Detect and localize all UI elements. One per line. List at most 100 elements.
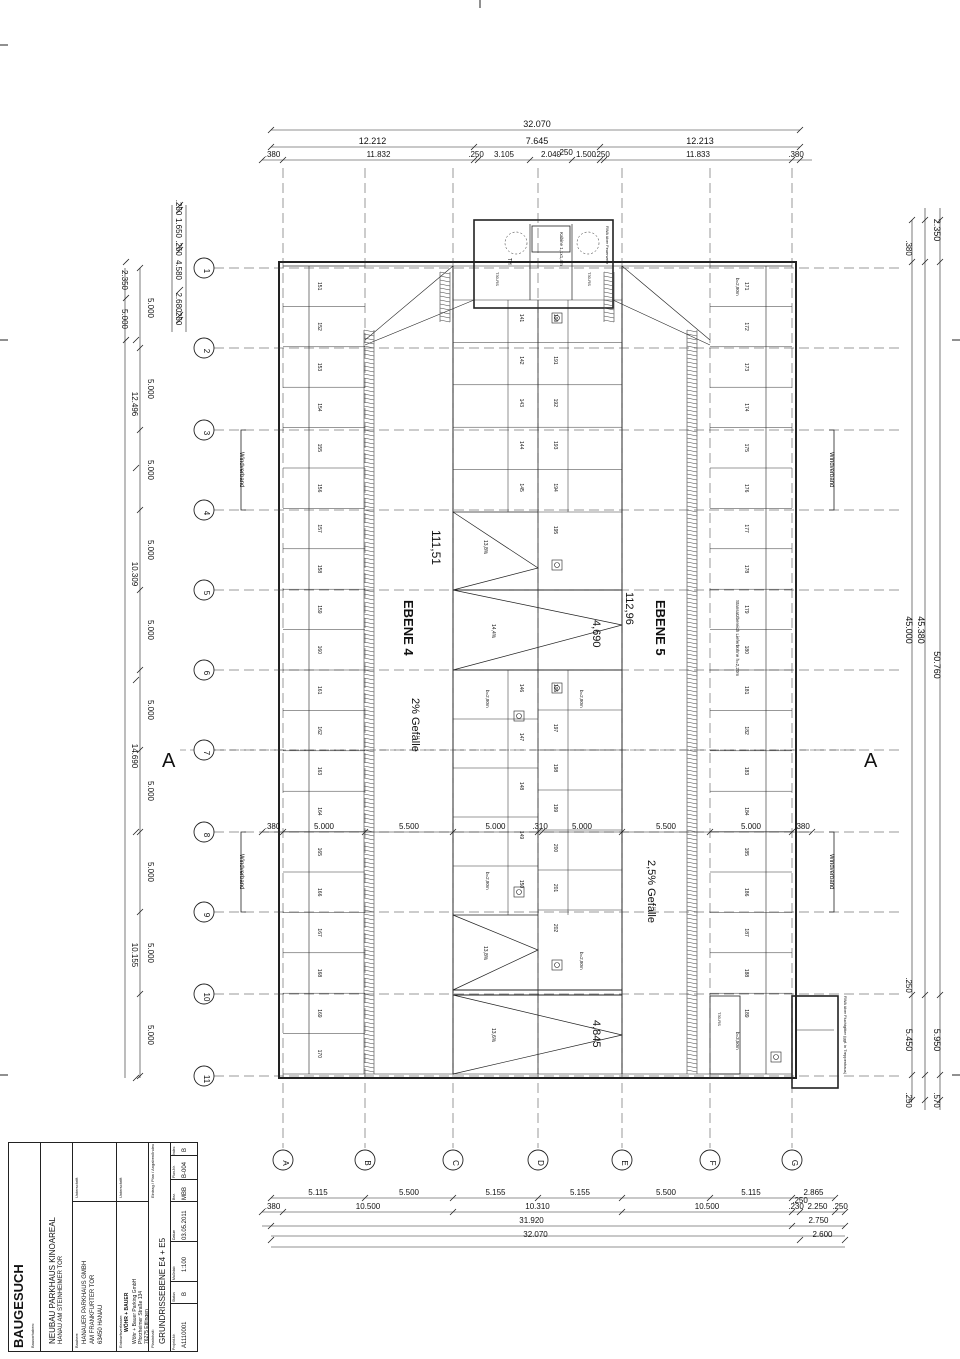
dimension-tick — [534, 1194, 542, 1202]
hatch-line — [686, 729, 698, 733]
axis-bubble — [272, 1149, 294, 1171]
hatch-line — [686, 877, 698, 881]
hatch-line — [686, 965, 698, 969]
stall-number-right: 178 — [743, 565, 749, 574]
hatch-line — [363, 409, 375, 413]
hatch-line — [363, 989, 375, 993]
hatch-line — [686, 589, 698, 593]
hatch-line — [363, 449, 375, 453]
owner-label: Bauherr: — [74, 1332, 79, 1348]
dimension-tick — [936, 991, 944, 999]
door-symbol: T30-RS — [495, 272, 500, 286]
dimension-tick — [176, 246, 184, 254]
hatch-line — [363, 789, 375, 793]
axis-bubble — [193, 901, 215, 923]
dimension-tick — [449, 1208, 457, 1216]
hatch-line — [686, 1041, 698, 1045]
dimension-label: 5.000 — [146, 943, 155, 964]
hatch-line — [686, 357, 698, 361]
dimension-label: 2.750 — [808, 1216, 829, 1225]
hatch-line — [363, 809, 375, 813]
accessible-parking-icon — [551, 959, 563, 971]
accessible-parking-icon — [554, 685, 560, 691]
hatch-line — [363, 1053, 375, 1057]
hatch-line — [363, 329, 375, 333]
hatch-line — [686, 613, 698, 617]
dimension-tick — [921, 1071, 929, 1079]
hatch-line — [363, 853, 375, 857]
hatch-line — [686, 697, 698, 701]
hatch-line — [686, 737, 698, 741]
hatch-line — [686, 417, 698, 421]
width-note: b=2,80m — [485, 690, 490, 708]
stall-number-left: 162 — [316, 726, 322, 735]
hatch-line — [686, 1013, 698, 1017]
hatch-line — [363, 1021, 375, 1025]
dimension-tick — [470, 143, 478, 151]
stall-number-mid: 195 — [552, 526, 558, 535]
hatch-line — [363, 997, 375, 1001]
hatch-line — [363, 385, 375, 389]
hatch-line — [686, 1001, 698, 1005]
dimension-tick — [176, 201, 184, 209]
hatch-line — [363, 605, 375, 609]
hatch-line — [363, 341, 375, 345]
hatch-line — [686, 841, 698, 845]
hatch-line — [363, 585, 375, 589]
dimension-tick — [136, 264, 144, 272]
hatch-line — [363, 729, 375, 733]
hatch-line — [686, 1069, 698, 1073]
hatch-line — [686, 705, 698, 709]
dimension-tick — [908, 991, 916, 999]
hatch-line — [686, 913, 698, 917]
hatch-line — [363, 857, 375, 861]
hatch-line — [686, 989, 698, 993]
hatch-line — [686, 369, 698, 373]
hatch-line — [363, 501, 375, 505]
axis-label: E — [620, 1160, 629, 1165]
dimension-tick — [908, 1096, 916, 1104]
hatch-line — [363, 821, 375, 825]
hatch-line — [686, 461, 698, 465]
dimension-label: .310 — [532, 822, 548, 831]
axis-bubble — [354, 1149, 376, 1171]
stall-number-mid: 192 — [552, 399, 558, 408]
stall-number-left: 158 — [316, 565, 322, 574]
hatch-line — [363, 633, 375, 637]
cell-label: Datum — [172, 1229, 176, 1240]
hatch-line — [686, 425, 698, 429]
hatch-line — [363, 393, 375, 397]
hatch-line — [686, 785, 698, 789]
axis-bubble — [527, 1149, 549, 1171]
dimension-label: 5.115 — [308, 1188, 328, 1197]
hatch-line — [686, 437, 698, 441]
stair-th-label: TH — [506, 258, 512, 265]
hatch-line — [686, 701, 698, 705]
hatch-line — [603, 311, 615, 315]
hatch-line — [363, 581, 375, 585]
hatch-line — [686, 693, 698, 697]
hatch-line — [686, 433, 698, 437]
parking-stalls: 1511521531541551561571581591601611621631… — [283, 265, 792, 1063]
hatch-line — [686, 449, 698, 453]
axis-bubble — [193, 337, 215, 359]
stall-number-right: 184 — [743, 807, 749, 816]
section-mark-left: A — [162, 750, 176, 772]
dimension-label: 2.680 — [174, 292, 183, 313]
axis-bubble — [611, 1149, 633, 1171]
dimension-tick — [267, 1236, 275, 1244]
stall-number-mid: 143 — [518, 399, 524, 408]
project-location: HANAU AM STEINHEIMER TOR — [58, 1255, 64, 1344]
dimension-label: 5.000 — [120, 309, 129, 330]
hatch-line — [363, 697, 375, 701]
dimension-tick — [176, 206, 184, 214]
hatch-line — [363, 993, 375, 997]
hatch-line — [686, 861, 698, 865]
hatch-line — [363, 841, 375, 845]
windverband-label: Windverband — [238, 452, 244, 487]
hatch-line — [686, 937, 698, 941]
stall-number-mid: 145 — [518, 483, 524, 492]
elevator-cabin-note: Kabine 1,1x1,4m — [559, 232, 564, 266]
hatch-line — [603, 315, 615, 319]
slope-label-5: 2,5% Gefälle — [645, 860, 657, 923]
